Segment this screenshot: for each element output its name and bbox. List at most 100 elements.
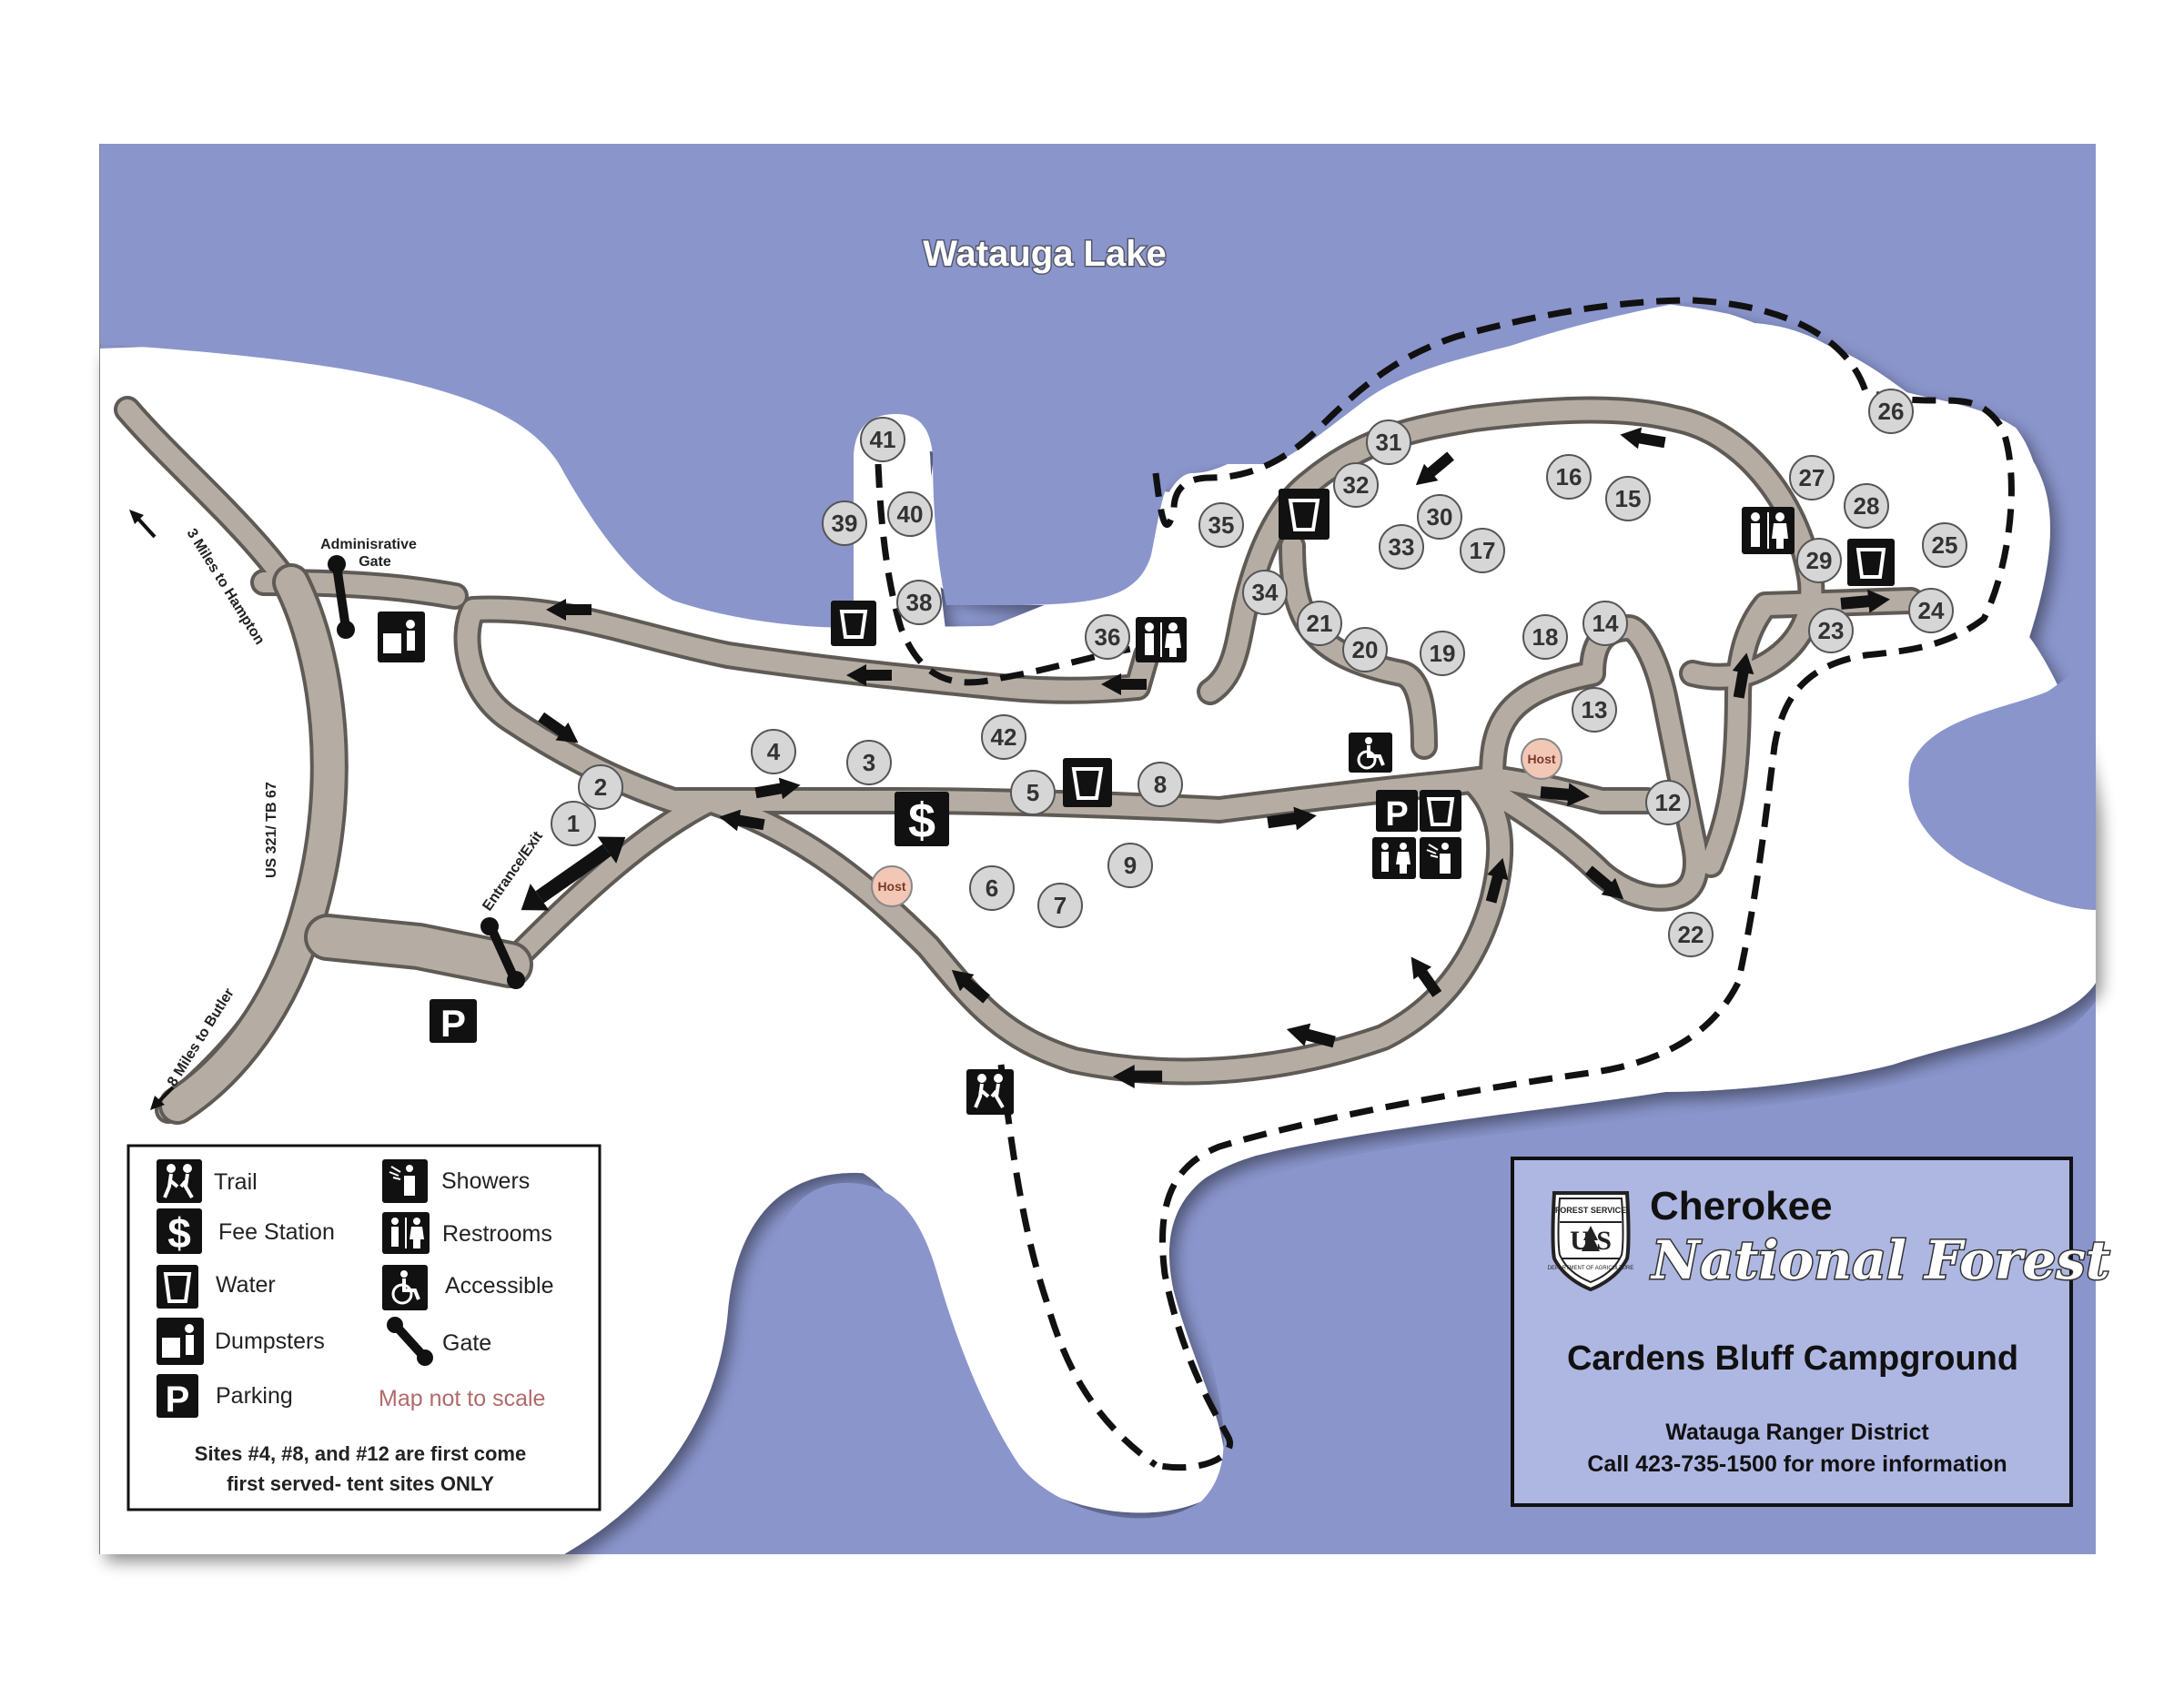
campsite-22: 22	[1668, 912, 1714, 957]
campsite-circle	[1605, 476, 1651, 521]
campsite-number: 8	[1154, 771, 1167, 798]
parking-icon: P	[1376, 790, 1418, 834]
campsite-28: 28	[1844, 483, 1889, 529]
campsite-number: 42	[991, 723, 1017, 751]
campsite-27: 27	[1789, 455, 1835, 500]
campsite-5: 5	[1010, 770, 1056, 815]
campsite-42: 42	[981, 714, 1026, 760]
campsite-number: 32	[1343, 471, 1370, 499]
campsite-number: 7	[1054, 892, 1067, 919]
campsite-circle	[1572, 687, 1617, 733]
campsite-21: 21	[1297, 601, 1342, 646]
campsite-circle	[1908, 588, 1954, 633]
campsite-number: 35	[1208, 511, 1235, 539]
campsite-markers: 1234567891213141516171819202122232425262…	[551, 389, 1967, 957]
restroom-icon	[1136, 617, 1187, 662]
campsite-13: 13	[1572, 687, 1617, 733]
campsite-circle	[1522, 614, 1568, 660]
trail-north-finger	[875, 463, 1148, 686]
district-name: Watauga Ranger District	[1665, 1420, 1929, 1445]
svg-text:P: P	[1385, 795, 1408, 834]
campsite-number: 21	[1307, 610, 1333, 637]
water-icon	[1420, 790, 1461, 832]
campsite-20: 20	[1342, 627, 1388, 672]
legend-label-dumpsters: Dumpsters	[215, 1329, 325, 1354]
campsite-circle	[1420, 631, 1465, 676]
campsite-circle	[1582, 601, 1628, 646]
campsite-circle	[1198, 502, 1244, 548]
host-marker-west: Host	[871, 865, 913, 907]
usfs-shield-icon: FOREST SERVICE U S DEPARTMENT OF AGRICUL…	[1548, 1191, 1633, 1292]
campsite-circle	[1333, 462, 1379, 508]
campground-name: Cardens Bluff Campground	[1567, 1339, 2018, 1378]
legend-label-showers: Showers	[441, 1168, 530, 1194]
svg-text:P: P	[166, 1380, 190, 1420]
campsite-circle	[751, 729, 796, 774]
campsite-circle	[1868, 389, 1914, 434]
svg-text:P: P	[440, 1002, 466, 1045]
campsite-17: 17	[1460, 528, 1505, 573]
campsite-36: 36	[1085, 614, 1130, 660]
campsite-circle	[1342, 627, 1388, 672]
water-icon	[831, 601, 876, 646]
campsite-number: 2	[594, 773, 607, 801]
campsite-number: 6	[986, 874, 998, 902]
accessible-icon	[1349, 733, 1392, 773]
restroom-icon	[1742, 507, 1795, 554]
legend-label-parking: Parking	[216, 1383, 293, 1409]
trail-lakeshore	[1152, 297, 2015, 1471]
campsite-8: 8	[1138, 762, 1183, 807]
campsite-circle	[1107, 843, 1153, 888]
campsite-circle	[1085, 614, 1130, 660]
campsite-32: 32	[1333, 462, 1379, 508]
legend-note: Map not to scale	[379, 1386, 545, 1411]
campsite-circle	[1844, 483, 1889, 529]
campsite-16: 16	[1546, 454, 1592, 500]
campsite-circle	[1808, 608, 1854, 653]
dumpster-icon	[378, 612, 425, 662]
campsite-number: 41	[870, 426, 896, 453]
entrance-gate-icon	[480, 917, 525, 989]
title-block: FOREST SERVICE U S DEPARTMENT OF AGRICUL…	[1511, 1157, 2111, 1507]
campsite-number: 12	[1655, 789, 1682, 816]
campsite-number: 29	[1806, 547, 1833, 574]
legend: Trail $ Fee Station Water Dumpsters P Pa…	[126, 1144, 602, 1511]
campsite-14: 14	[1582, 601, 1628, 646]
campsite-number: 20	[1352, 636, 1379, 663]
campsite-26: 26	[1868, 389, 1914, 434]
campsite-31: 31	[1366, 419, 1411, 465]
campsite-circle	[1922, 522, 1967, 568]
campsite-circle	[578, 764, 623, 810]
legend-parking-icon: P	[157, 1374, 198, 1420]
campsite-circle	[969, 865, 1015, 911]
direction-arrow-butler	[150, 1086, 175, 1110]
campsite-4: 4	[751, 729, 796, 774]
campsite-33: 33	[1379, 524, 1424, 570]
map-icons: P $ P	[378, 489, 1895, 1115]
trail-south	[997, 1064, 1158, 1468]
trail-icon	[966, 1069, 1014, 1115]
campsite-circle	[1010, 770, 1056, 815]
campsite-circle	[846, 740, 892, 785]
host-markers: Host Host	[871, 738, 1562, 907]
water-east-bay	[1908, 637, 2096, 910]
legend-label-restrooms: Restrooms	[442, 1221, 552, 1247]
legend-label-trail: Trail	[214, 1169, 258, 1195]
legend-label-fee-station: Fee Station	[218, 1219, 335, 1245]
campsite-number: 5	[1026, 779, 1039, 806]
campsite-number: 16	[1556, 463, 1582, 490]
parking-icon: P	[430, 999, 477, 1045]
campsite-number: 38	[906, 589, 933, 616]
water-north-bay	[100, 144, 2096, 628]
legend-dumpster-icon	[157, 1318, 204, 1365]
admin-gate-icon	[328, 555, 355, 639]
campsite-number: 34	[1252, 579, 1279, 606]
campsite-38: 38	[896, 580, 942, 625]
fee-icon: $	[895, 792, 949, 848]
campsite-6: 6	[969, 865, 1015, 911]
campsite-7: 7	[1037, 883, 1083, 928]
campsite-number: 25	[1932, 531, 1958, 559]
campsite-number: 30	[1427, 503, 1453, 531]
campsite-number: 18	[1532, 623, 1559, 651]
campsite-15: 15	[1605, 476, 1651, 521]
